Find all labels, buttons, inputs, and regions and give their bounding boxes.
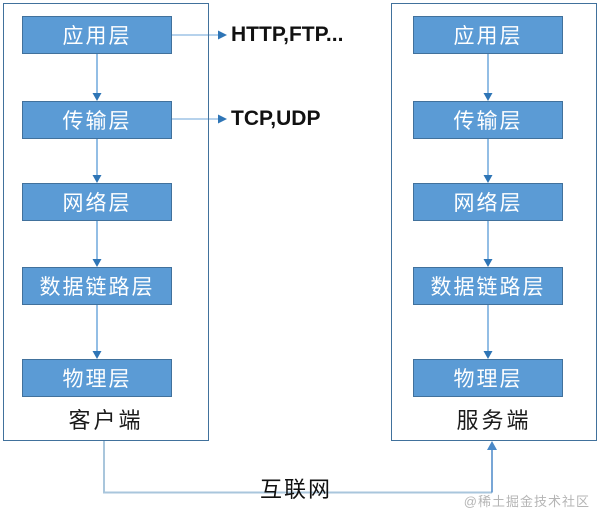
server-layer-datalink: 数据链路层 — [413, 267, 563, 305]
client-caption: 客户端 — [68, 408, 144, 433]
server-layer-application: 应用层 — [413, 16, 563, 54]
server-layer-physical: 物理层 — [413, 359, 563, 397]
server-layer-network: 网络层 — [413, 183, 563, 221]
client-layer-physical: 物理层 — [22, 359, 172, 397]
client-stack-container — [3, 3, 209, 441]
server-stack-container — [391, 3, 597, 441]
server-caption: 服务端 — [456, 408, 532, 433]
client-layer-datalink: 数据链路层 — [22, 267, 172, 305]
client-layer-transport: 传输层 — [22, 101, 172, 139]
watermark: @稀土掘金技术社区 — [463, 494, 590, 509]
transport-protocols-label: TCP,UDP — [231, 107, 321, 130]
server-layer-transport: 传输层 — [413, 101, 563, 139]
client-layer-application: 应用层 — [22, 16, 172, 54]
internet-label: 互联网 — [259, 477, 332, 502]
internet-server-arrow — [487, 441, 497, 493]
client-layer-network: 网络层 — [22, 183, 172, 221]
application-protocols-label: HTTP,FTP... — [231, 23, 344, 46]
